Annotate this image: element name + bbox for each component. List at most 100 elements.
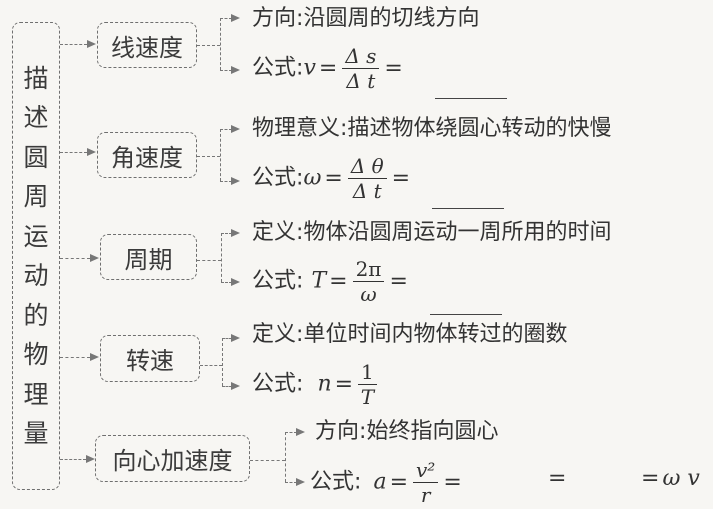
item-sep: : [359, 419, 367, 444]
item-key: 公式 [252, 371, 297, 397]
item-sep: : [340, 116, 348, 141]
linear-velocity-direction: 方向:沿圆周的切线方向 [252, 6, 479, 32]
arrow-right-icon [231, 177, 240, 185]
arrow-right-icon [90, 254, 99, 262]
fraction-numerator: 2π [352, 257, 385, 282]
connector-line [60, 459, 86, 460]
item-value: 描述物体绕圆心转动的快慢 [347, 116, 612, 141]
root-title-char: 量 [23, 419, 49, 448]
arrow-right-icon [231, 278, 240, 286]
bracket-line [222, 386, 232, 387]
root-title-char: 述 [23, 103, 49, 132]
bracket-line [221, 282, 232, 283]
item-value: 单位时间内物体转过的圈数 [303, 322, 568, 347]
item-sep: : [296, 6, 304, 31]
bracket-line [222, 338, 232, 339]
item-sep: : [296, 322, 304, 347]
root-title-char: 周 [23, 182, 49, 211]
fraction-numerator: Δ θ [347, 154, 387, 179]
arrow-right-icon [90, 353, 99, 361]
formula-lhs: v [303, 55, 316, 81]
item-key: 定义 [252, 220, 297, 245]
arrow-right-icon [86, 455, 95, 463]
item-key: 物理意义 [252, 116, 341, 141]
fill-in-blank[interactable] [432, 208, 504, 209]
bracket-line [220, 70, 232, 71]
node-period: 周期 [100, 234, 197, 280]
root-title-char: 运 [23, 221, 49, 251]
connector-line [197, 45, 220, 46]
node-label: 角速度 [111, 143, 183, 172]
node-label: 线速度 [111, 33, 183, 62]
bracket-line [222, 338, 223, 386]
fraction-denominator: Δ t [346, 69, 376, 93]
item-key: 公式 [252, 55, 297, 81]
arrow-right-icon [87, 148, 96, 156]
formula-equals: = [324, 165, 343, 191]
bracket-line [220, 129, 221, 181]
root-title-char: 理 [23, 379, 49, 409]
item-key: 公式 [252, 165, 297, 191]
fraction-denominator: T [360, 385, 375, 409]
bracket-line [220, 181, 232, 182]
item-sep: : [296, 220, 304, 245]
bracket-line [220, 18, 221, 70]
item-key: 方向 [315, 419, 360, 444]
formula-equals: = [391, 165, 411, 191]
item-key: 定义 [252, 322, 297, 347]
item-sep: : [296, 55, 304, 81]
fraction-denominator: r [420, 483, 431, 507]
node-centripetal-acceleration: 向心加速度 [95, 435, 250, 482]
connector-line [60, 357, 90, 358]
arrow-right-icon [231, 14, 240, 22]
node-rotation-speed: 转速 [100, 335, 200, 382]
formula-equals: = [334, 371, 354, 397]
arrow-right-icon [231, 66, 240, 74]
centripetal-acceleration-direction: 方向:始终指向圆心 [315, 419, 498, 445]
item-sep: : [296, 268, 304, 294]
connector-line [60, 152, 87, 153]
arrow-right-icon [231, 334, 240, 342]
formula-end-term: =ω v [638, 466, 700, 492]
root-title-char: 描 [23, 63, 49, 93]
bracket-line [285, 432, 286, 482]
formula-equals: = [384, 55, 403, 81]
fraction-numerator: v² [413, 458, 439, 483]
fraction-denominator: ω [360, 282, 377, 306]
connector-line [200, 365, 222, 366]
root-concept-box: 描 述 圆 周 运 动 的 物 理 量 [12, 22, 60, 490]
fraction-denominator: Δ t [352, 179, 382, 203]
node-label: 向心加速度 [112, 447, 233, 475]
item-sep: : [354, 469, 362, 495]
arrow-right-icon [231, 229, 240, 237]
item-key: 公式 [310, 469, 355, 495]
item-key: 方向 [252, 6, 297, 31]
formula-equals: = [443, 469, 462, 495]
bracket-line [221, 233, 232, 234]
bracket-line [220, 129, 232, 130]
fill-in-blank[interactable] [435, 98, 507, 99]
item-sep: : [296, 371, 304, 397]
root-title-char: 动 [23, 261, 49, 290]
item-sep: : [296, 165, 304, 191]
fill-in-blank[interactable] [430, 314, 502, 315]
formula-blank-equals: = [545, 466, 569, 492]
formula-lhs: T [311, 268, 327, 294]
bracket-line [220, 18, 232, 19]
formula-lhs: ω [303, 165, 322, 191]
connector-line [250, 460, 285, 461]
arrow-right-icon [296, 478, 305, 486]
formula-equals: = [641, 466, 660, 491]
connector-line [197, 156, 220, 157]
arrow-right-icon [87, 40, 96, 48]
item-value: 始终指向圆心 [366, 419, 499, 444]
connector-line [60, 258, 90, 259]
